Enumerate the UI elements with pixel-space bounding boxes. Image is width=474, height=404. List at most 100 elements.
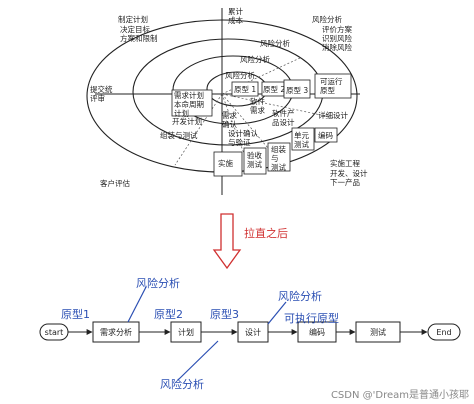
coding-label: 编码	[318, 130, 333, 140]
start-node	[39, 323, 69, 341]
transform-arrow: 拉直之后	[212, 213, 288, 270]
submit-review-label: 提交统评审	[90, 84, 113, 103]
text-line: 决定目标	[120, 24, 150, 34]
unit-test-box	[291, 127, 315, 151]
proto1-label: 原型 1	[234, 85, 256, 94]
flow-step-testing	[355, 321, 401, 343]
transform-label: 拉直之后	[244, 226, 288, 240]
start-label: start	[45, 328, 64, 337]
risk-quadrant-sub: 评价方案识别风险消除风险	[322, 24, 352, 52]
text-line: 品设计	[272, 117, 295, 127]
text-line: 设计确认	[228, 128, 258, 138]
text-line: 识别风险	[322, 33, 352, 43]
text-line: 与验证	[228, 137, 251, 147]
text-line: 本命周期	[174, 99, 204, 109]
risk-analysis-annotation-2: 风险分析	[160, 377, 204, 391]
exec-proto-box	[314, 73, 352, 99]
customer-eval-label: 客户评估	[100, 178, 130, 188]
implement-label: 实施	[218, 158, 233, 168]
plan-quadrant-title: 制定计划	[118, 14, 148, 24]
text-line: 方案和限制	[120, 33, 158, 43]
engineering-label: 实施工程	[330, 158, 360, 168]
proto2-annotation: 原型2	[154, 307, 183, 321]
spiral-dashed-divider	[221, 93, 251, 171]
product-design-label: 软件产品设计	[272, 108, 295, 127]
text-line: 累计	[228, 6, 243, 16]
proto3-label: 原型 3	[286, 86, 308, 95]
text-line: 评价方案	[322, 24, 352, 34]
text-line: 单元	[294, 130, 309, 140]
acceptance-label: 验收测试	[247, 150, 262, 169]
end-node	[427, 323, 461, 341]
acceptance-box	[243, 147, 267, 175]
risk-ring1-label: 风险分析	[260, 38, 290, 48]
integ-test-plan-label: 组装与测试	[160, 130, 198, 140]
proto1-box	[231, 81, 259, 97]
flow-step-label: 需求分析	[100, 327, 132, 337]
end-label: End	[436, 328, 451, 337]
detail-design-label: 详细设计	[318, 110, 348, 120]
plan-quadrant-sub: 决定目标方案和限制	[120, 24, 158, 43]
dev-plan-label: 开发计划	[172, 116, 202, 126]
proto3-annotation: 原型3	[210, 307, 239, 321]
flow-step-label: 计划	[178, 327, 194, 337]
text-line: 下一产品	[330, 177, 360, 187]
executable-proto-label: 可运行原型	[320, 76, 343, 95]
integ-test-box	[267, 142, 291, 172]
text-line: 软件产	[272, 108, 295, 118]
req-confirm-label: 需求确认	[222, 110, 237, 129]
text-line: 需求计划	[174, 90, 204, 100]
flow-step-requirements	[92, 321, 140, 343]
coding-box	[314, 127, 338, 143]
text-line: 可运行	[320, 76, 343, 86]
risk-quadrant-title: 风险分析	[312, 14, 342, 24]
risk-line-1	[127, 286, 147, 323]
flow-step-plan	[170, 321, 202, 343]
text-line: 需求	[250, 105, 265, 115]
integ-test-label: 组装与测试	[271, 144, 286, 172]
text-line: 测试	[247, 159, 262, 169]
text-line: 组装	[271, 144, 286, 154]
proto1-annotation: 原型1	[61, 307, 90, 321]
flow-step-label: 设计	[245, 327, 261, 337]
text-line: 评审	[90, 93, 105, 103]
req-plan-box	[171, 89, 213, 117]
text-line: 需求	[222, 110, 237, 120]
cumulative-cost-label: 累计成本	[228, 6, 243, 25]
text-line: 测试	[294, 139, 309, 149]
risk-analysis-annotation-1: 风险分析	[136, 276, 180, 290]
flow-step-label: 编码	[309, 327, 325, 337]
exec-proto-annotation: 可执行原型	[284, 311, 339, 325]
risk-analysis-annotation-3: 风险分析	[278, 289, 322, 303]
down-arrow-icon	[212, 213, 242, 270]
risk-line-2	[177, 340, 219, 381]
text-line: 与	[271, 154, 279, 163]
proto3-box	[283, 79, 311, 99]
text-line: 验收	[247, 150, 262, 160]
flow-step-design	[237, 321, 269, 343]
flow-step-coding	[297, 321, 337, 343]
risk-ring3-label: 风险分析	[225, 70, 255, 80]
risk-ring2-label: 风险分析	[240, 54, 270, 64]
design-confirm-label: 设计确认与验证	[228, 128, 258, 147]
text-line: 软件	[250, 96, 265, 106]
risk-line-3	[267, 301, 287, 325]
text-line: 消除风险	[322, 42, 352, 52]
text-line: 确认	[222, 119, 237, 129]
implement-box	[213, 151, 243, 177]
spiral-dashed-divider	[221, 93, 336, 119]
text-line: 提交统	[90, 84, 113, 94]
next-product-label: 开发、设计下一产品	[330, 168, 368, 187]
linear-flow: start End 需求分析 计划 设计 编码 测试 原型1 原型2 原型3 风…	[39, 276, 461, 391]
req-plan-label: 需求计划本命周期计划	[174, 90, 204, 118]
flow-step-label: 测试	[370, 327, 386, 337]
proto2-label: 原型 2	[263, 85, 285, 94]
spiral-model: 累计成本 制定计划 决定目标方案和限制 风险分析 评价方案识别风险消除风险 提交…	[86, 6, 368, 195]
software-req-label: 软件需求	[250, 96, 265, 115]
text-line: 成本	[228, 15, 243, 25]
watermark: CSDN @'Dream是普通小孩耶	[331, 388, 469, 401]
text-line: 测试	[271, 162, 286, 172]
unit-test-label: 单元测试	[294, 130, 309, 149]
text-line: 原型	[320, 86, 335, 95]
